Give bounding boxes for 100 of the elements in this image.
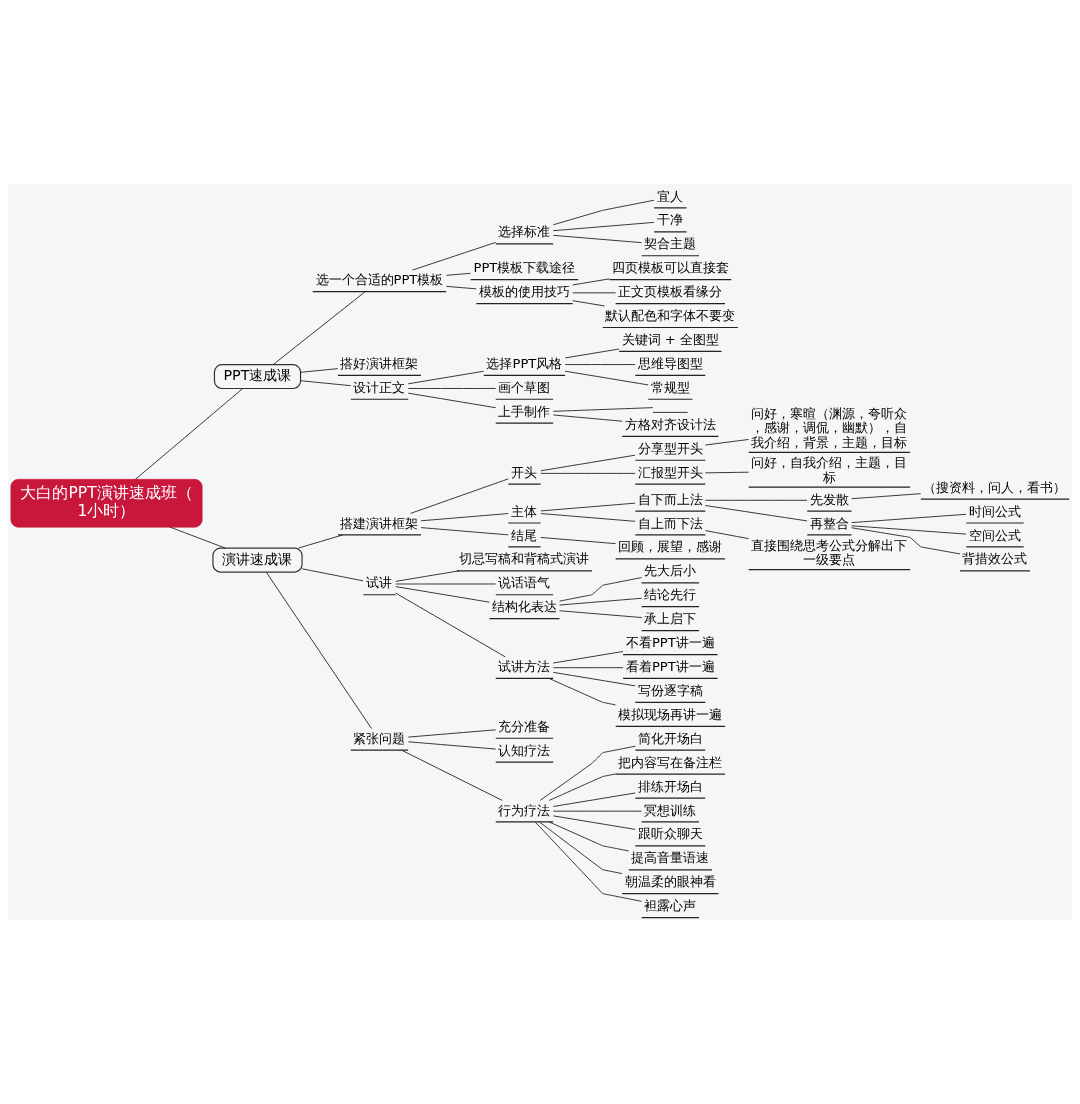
connector [552,667,624,669]
node-text: 把内容写在备注栏 [618,754,723,770]
node-text: 契合主题 [644,236,697,252]
connector [552,407,654,412]
node-text: 开头 [511,464,538,480]
connector [704,439,750,446]
node-text: 认知疗法 [498,742,551,758]
connector [552,815,636,830]
connector [552,651,624,664]
node-text: 结构化表达 [491,599,557,615]
connector [559,577,642,602]
connector [300,380,352,387]
node-text: 问好，自我介绍，主题，目标 [751,455,908,485]
node-text: 思维导图型 [637,355,703,371]
node-text: 搭好演讲框架 [340,355,419,371]
node-text: 搭建演讲框架 [340,515,419,531]
node-text: 四页模板可以直接套 [611,260,729,276]
connector [445,272,471,276]
node-text: 自上而下法 [637,515,703,531]
node-text: 不看PPT讲一遍 [625,635,715,651]
connector [851,527,961,555]
connector [539,745,636,801]
connector [407,388,497,389]
connector [540,502,636,512]
node-text: 写份逐字稿 [637,682,703,698]
node-text: 常规型 [650,379,690,395]
node-text: 方格对齐设计法 [624,416,716,432]
node-text: 画个草图 [498,379,551,395]
node-text: 主体 [511,503,538,519]
node-text: 时间公式 [968,503,1021,519]
connector [534,821,642,902]
node-text: 承上启下 [644,611,697,627]
node-text: 上手制作 [498,403,551,419]
node-text: 试讲方法 [498,659,551,675]
connector [401,749,503,801]
node-box: 演讲速成课 [212,547,303,573]
connector [548,678,616,706]
connector [407,370,485,385]
node-text: 模拟现场再讲一遍 [618,706,723,722]
connector [407,392,497,409]
connector [407,741,497,750]
connector [420,513,509,522]
node-text: 回顾，展望，感谢 [618,539,723,555]
node-text: 宜人 [657,188,684,204]
node-text: 自下而上法 [637,491,703,507]
connector [540,537,617,545]
connector [548,821,630,852]
node-text: 看着PPT讲一遍 [625,659,715,675]
connector [552,671,636,687]
node-text: 干净 [657,212,684,228]
node-text: 问好，寒暄（渊源，夸听众，感谢，调侃，幽默），自我介绍，背景，主题，目标 [751,406,908,450]
connector [552,792,636,807]
connector [572,278,610,286]
node-text: 选一个合适的PPT模板 [315,272,444,288]
node-text: 背措效公式 [962,551,1028,567]
connector [540,472,636,474]
node-text: PPT模板下载途径 [473,260,576,276]
node-text: 汇报型开头 [637,464,703,480]
connector [301,568,364,582]
node-text: 行为疗法 [498,802,551,818]
connector [559,597,643,606]
node-text: 试讲 [366,575,393,591]
node-text: 选择PPT风格 [486,355,563,371]
node-text: 分享型开头 [637,440,703,456]
connector [395,570,460,582]
node-text: 结尾 [511,527,538,543]
connector [564,348,620,359]
connector [704,530,750,540]
node-text: 关键词 + 全图型 [621,331,720,347]
node-text: 默认配色和字体不要变 [605,308,736,324]
connector [135,388,244,480]
connector [704,505,808,522]
node-text: 结论先行 [644,587,697,603]
connector [540,513,636,522]
connector [539,821,623,875]
node-text: 说话语气 [498,575,551,591]
connector [169,526,226,549]
node-text: 充分准备 [498,718,551,734]
connector [420,527,509,536]
connector [272,291,366,365]
connector [572,300,605,307]
node-text: 选择标准 [498,224,551,240]
node-text: 先大后小 [644,563,697,579]
node-text: 提高音量语速 [631,850,710,866]
connector [395,583,497,585]
connector [552,199,655,226]
node-text: 再整合 [809,515,849,531]
connector [552,414,623,422]
node-text: 紧张问题 [353,730,406,746]
connector [552,234,643,244]
connector [704,499,808,501]
node-text: 先发散 [809,491,849,507]
node-text: 切忌写稿和背稿式演讲 [459,551,590,567]
node-text: 空间公式 [968,527,1021,543]
node-text: （搜资料，问人，看书） [923,479,1067,495]
node-text: 正文页模板看缘分 [618,284,723,300]
node-text: 朝温柔的眼神看 [624,874,716,890]
connector [412,241,497,271]
node-text: 直接围绕思考公式分解出下一级要点 [751,537,908,568]
connector [572,292,617,294]
